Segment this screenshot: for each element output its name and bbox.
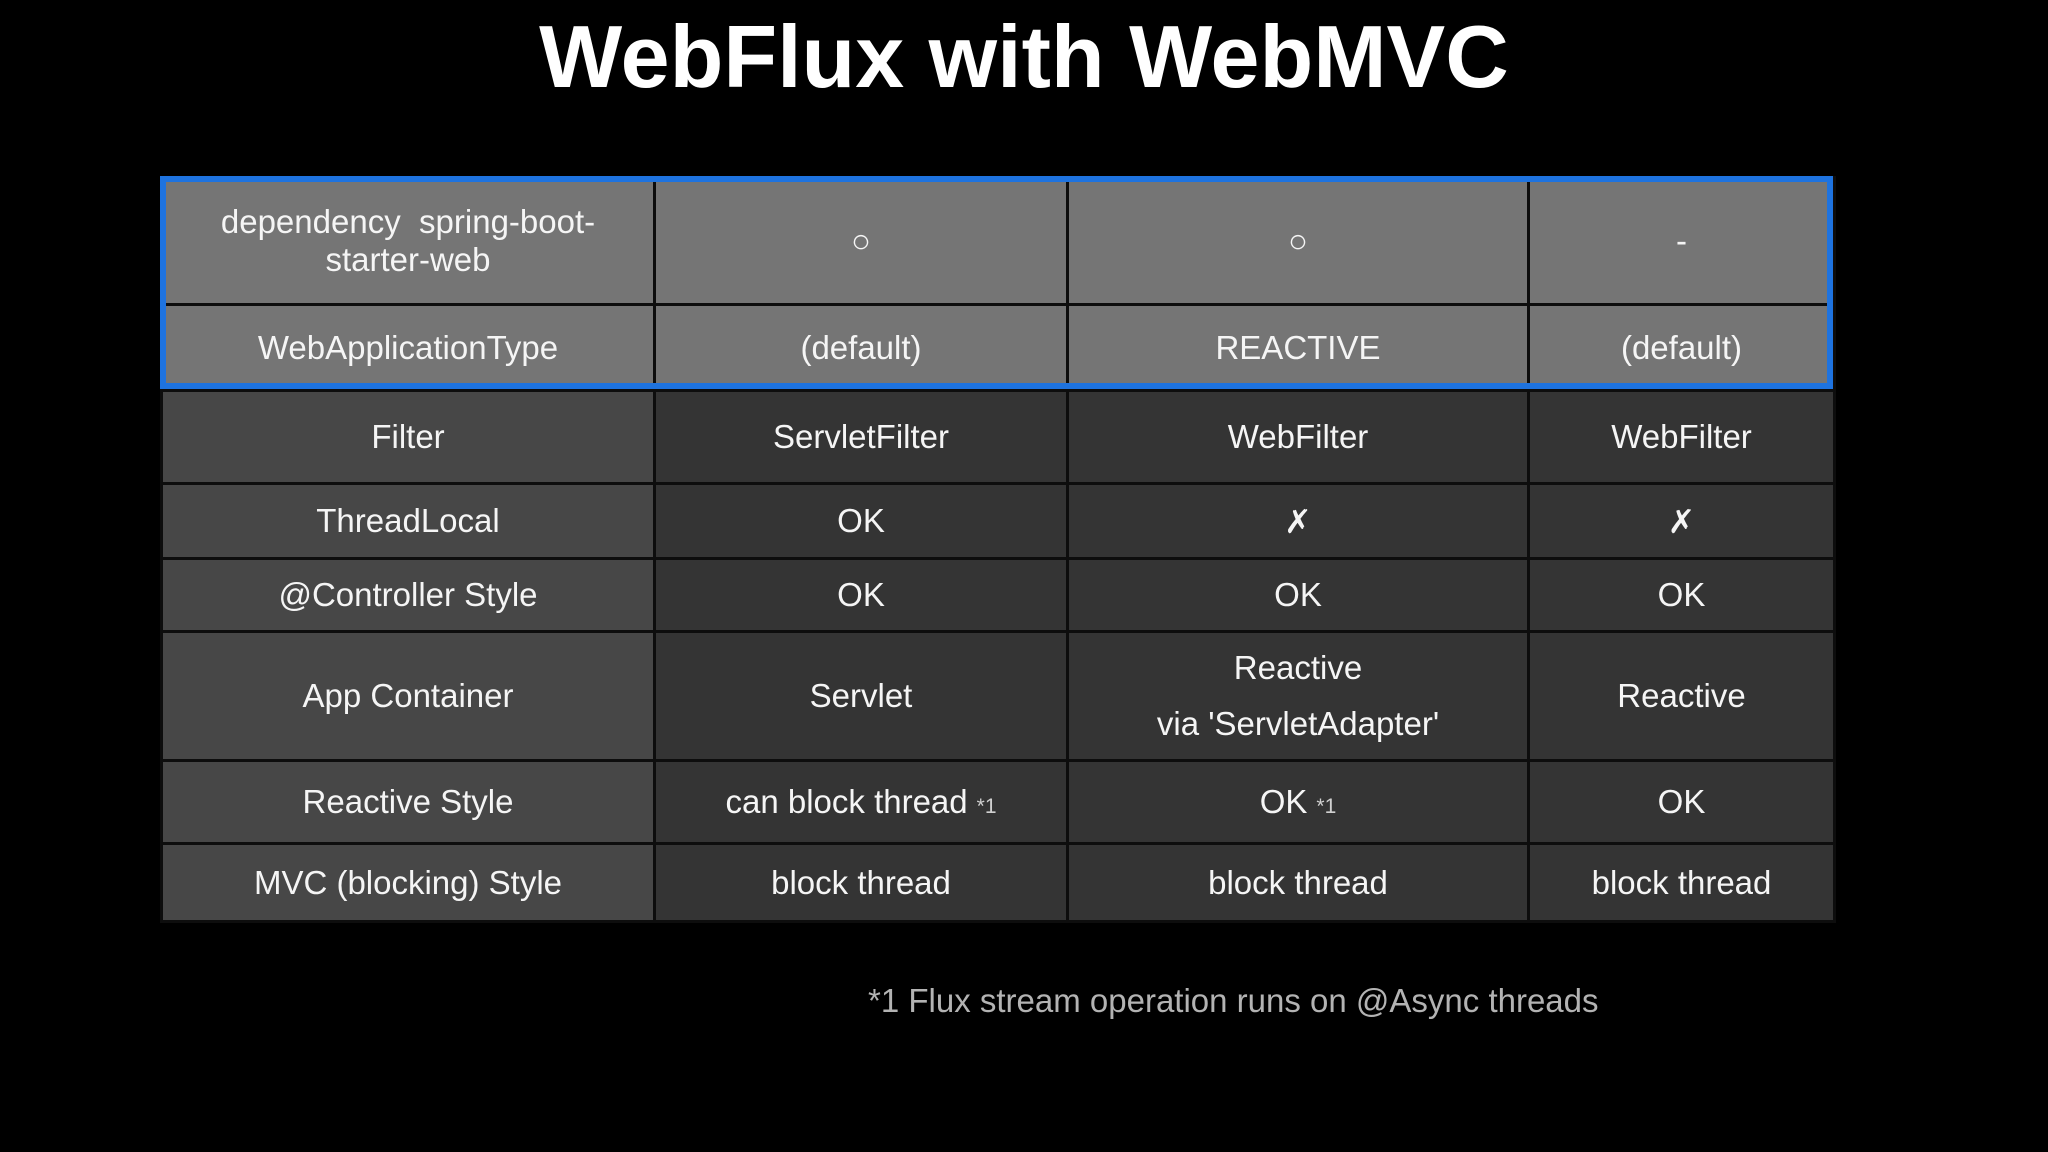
cell-text: Filter: [371, 418, 445, 455]
cell-text: OK: [1259, 783, 1308, 820]
row-label-cell: App Container: [160, 630, 656, 762]
value-cell: OK *1: [1066, 759, 1530, 845]
cell-text: OK: [837, 502, 885, 539]
value-cell: OK: [1527, 557, 1836, 633]
cell-text: (default): [800, 328, 922, 366]
value-cell: block thread: [653, 842, 1069, 923]
cell-text: dependency spring-boot-starter-web: [220, 203, 596, 278]
table-row: @Controller Style OK OK OK: [160, 557, 1836, 633]
header-cell: (default): [1527, 303, 1836, 392]
value-cell: Servlet: [653, 630, 1069, 762]
cell-text: OK: [1657, 783, 1706, 820]
header-cell: (default): [653, 303, 1069, 392]
value-cell: WebFilter: [1527, 389, 1836, 485]
cell-text-line: Reactive: [1233, 649, 1363, 686]
cell-text: OK: [837, 576, 885, 613]
cell-text: ServletFilter: [772, 418, 950, 455]
table-row: App Container Servlet Reactive via 'Servlet…: [160, 630, 1836, 762]
value-cell: WebFilter: [1066, 389, 1530, 485]
table-header-row: dependency spring-boot-starter-web ○ ○ -: [160, 176, 1836, 306]
cell-text: App Container: [302, 677, 514, 714]
header-cell: ○: [1066, 176, 1530, 306]
value-cell: Reactive: [1527, 630, 1836, 762]
cell-text: WebFilter: [1227, 418, 1369, 455]
cell-text: (default): [1620, 328, 1743, 366]
cell-text: @Controller Style: [278, 576, 538, 613]
comparison-table: dependency spring-boot-starter-web ○ ○ - Web…: [160, 176, 1836, 923]
header-cell: -: [1527, 176, 1836, 306]
cell-text: ○: [851, 222, 871, 259]
value-cell: OK: [653, 482, 1069, 560]
row-label-cell: MVC (blocking) Style: [160, 842, 656, 923]
footnote: *1 Flux stream operation runs on @Async …: [868, 982, 1599, 1019]
header-cell: dependency spring-boot-starter-web: [160, 176, 656, 306]
cell-text: ○: [1288, 222, 1308, 259]
row-label-cell: Reactive Style: [160, 759, 656, 845]
value-cell: Reactive via 'ServletAdapter': [1066, 630, 1530, 762]
value-cell: ✗: [1066, 482, 1530, 560]
cell-text: block thread: [1208, 863, 1388, 901]
cell-text: ✗: [1667, 502, 1696, 540]
row-label-cell: ThreadLocal: [160, 482, 656, 560]
cell-text: block thread: [1591, 863, 1772, 901]
cell-text: WebApplicationType: [257, 328, 559, 366]
table-header-row: WebApplicationType (default) REACTIVE (defa…: [160, 303, 1836, 392]
row-label-cell: @Controller Style: [160, 557, 656, 633]
cell-text: ✗: [1284, 502, 1312, 540]
header-cell: REACTIVE: [1066, 303, 1530, 392]
cell-text: OK: [1274, 576, 1322, 613]
cell-text: REACTIVE: [1215, 328, 1381, 366]
footnote-marker: *1: [976, 795, 997, 818]
cell-text: block thread: [771, 863, 951, 901]
value-cell: OK: [653, 557, 1069, 633]
table-row: Reactive Style can block thread *1 OK *1 OK: [160, 759, 1836, 845]
cell-text: MVC (blocking) Style: [253, 863, 563, 901]
table-row: MVC (blocking) Style block thread block th…: [160, 842, 1836, 923]
value-cell: ✗: [1527, 482, 1836, 560]
slide-title: WebFlux with WebMVC: [539, 7, 1509, 106]
cell-text: Reactive Style: [302, 783, 514, 820]
cell-text: can block thread: [725, 783, 968, 820]
cell-text: WebFilter: [1611, 418, 1752, 455]
value-cell: OK: [1527, 759, 1836, 845]
row-label-cell: Filter: [160, 389, 656, 485]
table-row: ThreadLocal OK ✗ ✗: [160, 482, 1836, 560]
value-cell: block thread: [1066, 842, 1530, 923]
cell-text: ThreadLocal: [316, 502, 500, 539]
footnote-marker: *1: [1316, 795, 1337, 818]
cell-text: -: [1676, 222, 1687, 259]
value-cell: ServletFilter: [653, 389, 1069, 485]
cell-text: OK: [1657, 576, 1706, 613]
value-cell: OK: [1066, 557, 1530, 633]
cell-text-line: via 'ServletAdapter': [1156, 705, 1440, 742]
cell-text: Reactive: [1617, 677, 1746, 714]
cell-text: Servlet: [809, 677, 913, 714]
value-cell: block thread: [1527, 842, 1836, 923]
table-row: Filter ServletFilter WebFilter WebFilter: [160, 389, 1836, 485]
header-cell: WebApplicationType: [160, 303, 656, 392]
value-cell: can block thread *1: [653, 759, 1069, 845]
header-cell: ○: [653, 176, 1069, 306]
